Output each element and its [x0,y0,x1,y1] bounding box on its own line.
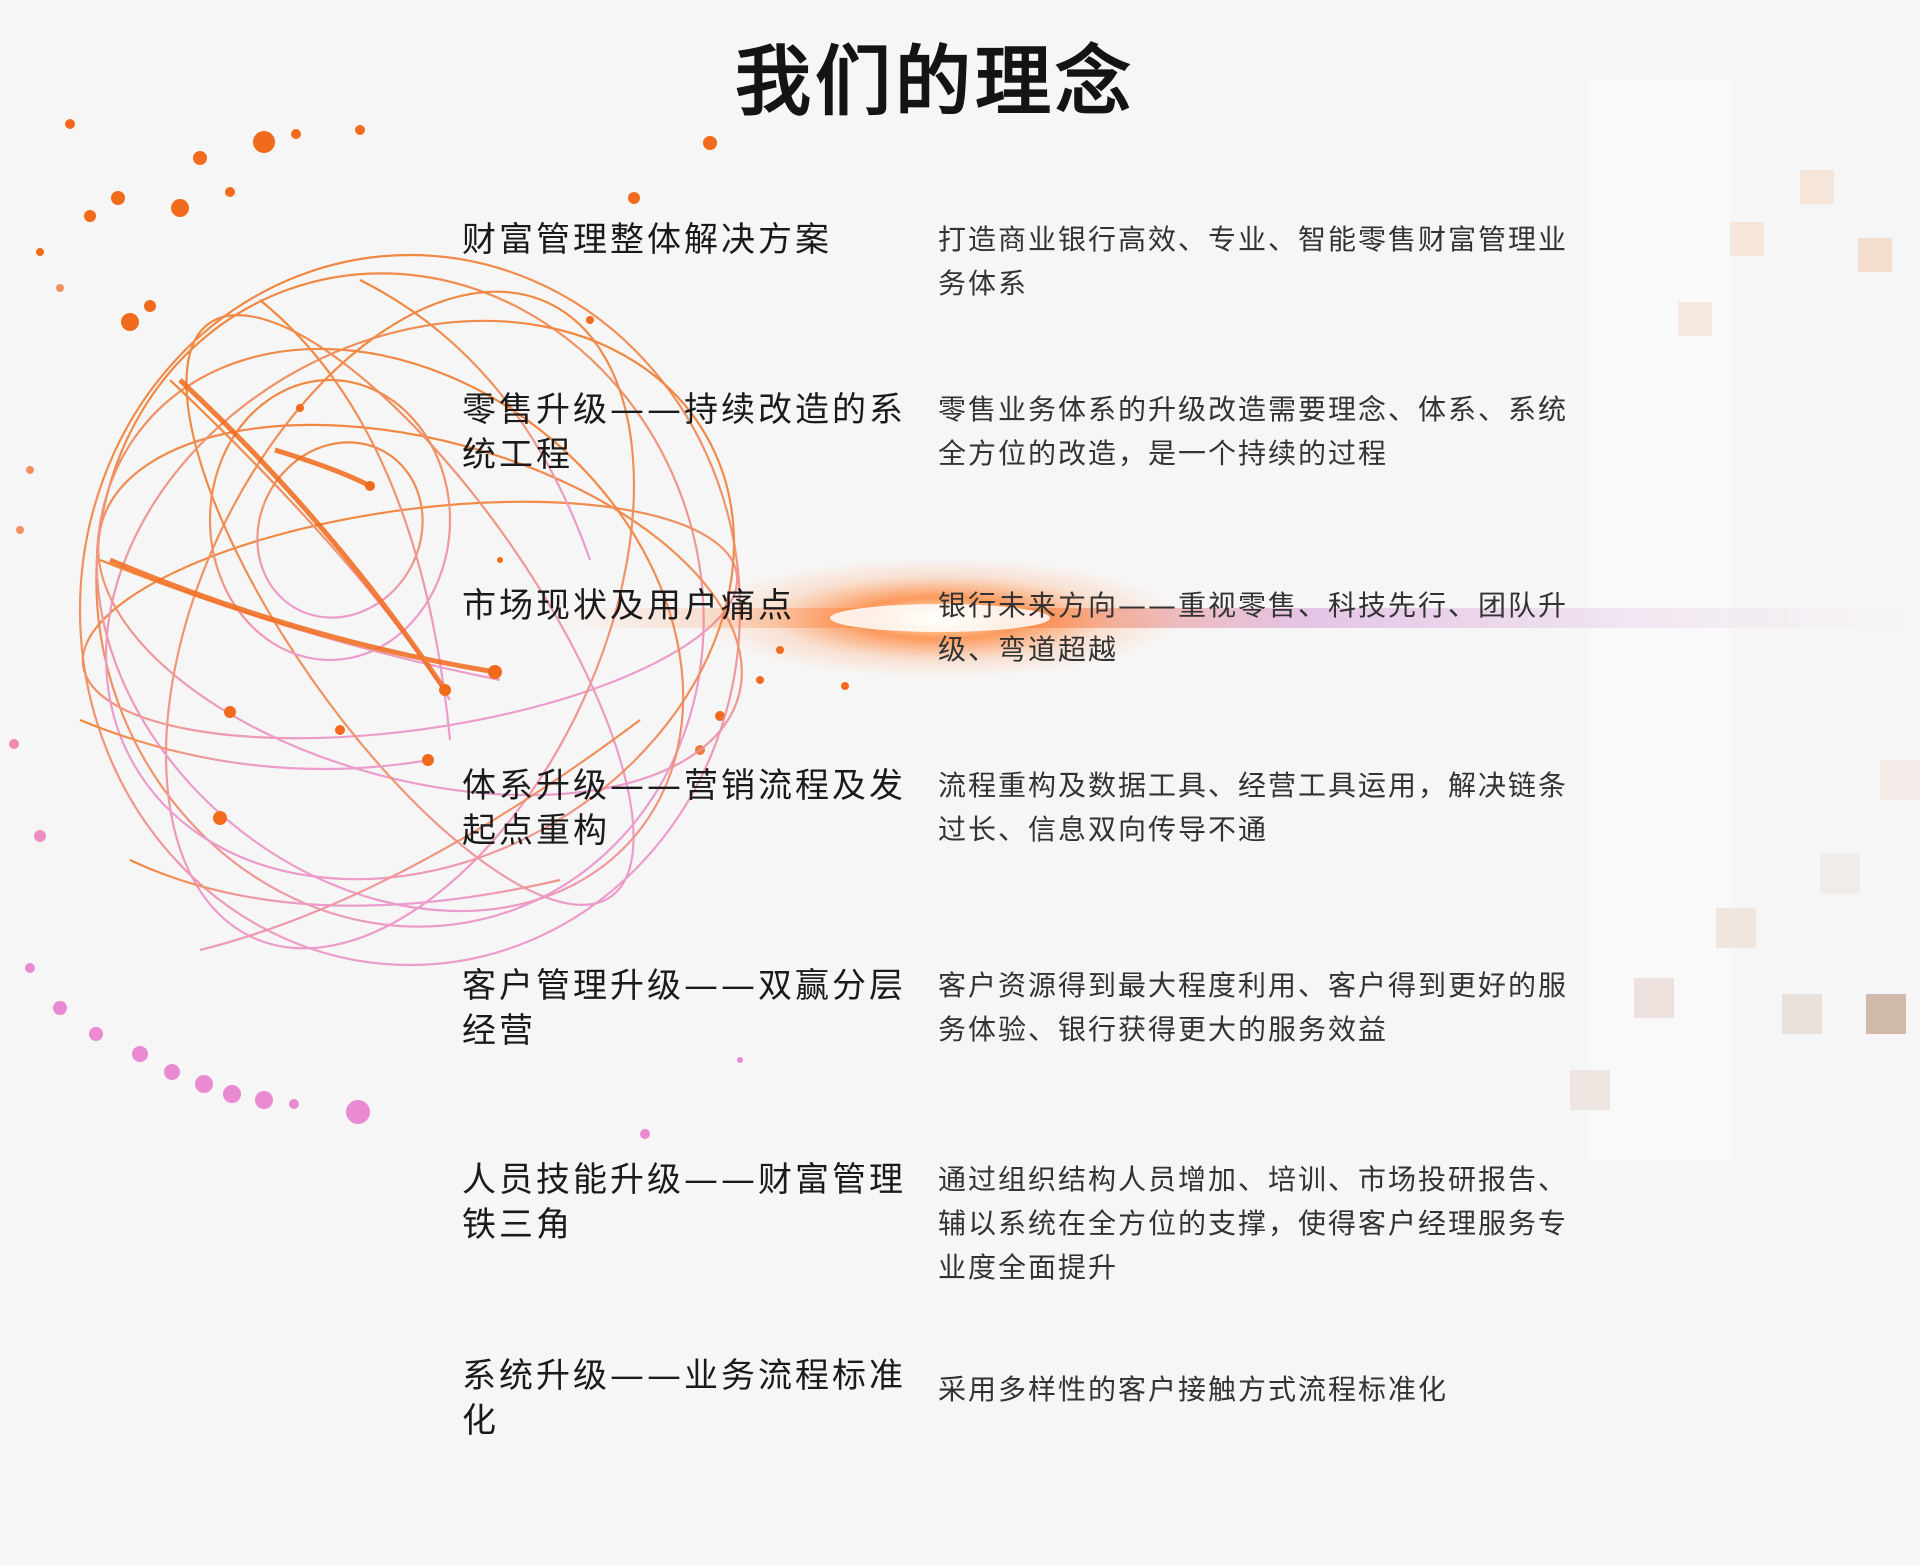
particles [9,119,849,1139]
item-desc: 零售业务体系的升级改造需要理念、体系、系统全方位的改造，是一个持续的过程 [938,393,1569,470]
item-desc: 通过组织结构人员增加、培训、市场投研报告、辅以系统在全方位的支撑，使得客户经理服… [938,1163,1569,1284]
item-title: 系统升级——业务流程标准化 [462,1356,906,1441]
globe-nodes [213,316,594,825]
item-title: 零售升级——持续改造的系统工程 [462,390,906,475]
item-desc: 打造商业银行高效、专业、智能零售财富管理业务体系 [938,223,1569,300]
item-title: 人员技能升级——财富管理铁三角 [462,1160,906,1245]
item-title: 市场现状及用户痛点 [462,586,795,626]
item-desc: 采用多样性的客户接触方式流程标准化 [938,1373,1449,1406]
item-desc: 银行未来方向——重视零售、科技先行、团队升级、弯道超越 [938,589,1569,666]
page-title: 我们的理念 [735,37,1135,126]
item-title: 财富管理整体解决方案 [462,220,832,260]
item-desc: 客户资源得到最大程度利用、客户得到更好的服务体验、银行获得更大的服务效益 [938,969,1569,1046]
item-title: 体系升级——营销流程及发起点重构 [462,766,906,851]
item-desc: 流程重构及数据工具、经营工具运用，解决链条过长、信息双向传导不通 [938,769,1569,846]
globe-highlights [109,378,496,692]
item-title: 客户管理升级——双赢分层经营 [462,966,906,1051]
globe [78,253,743,967]
